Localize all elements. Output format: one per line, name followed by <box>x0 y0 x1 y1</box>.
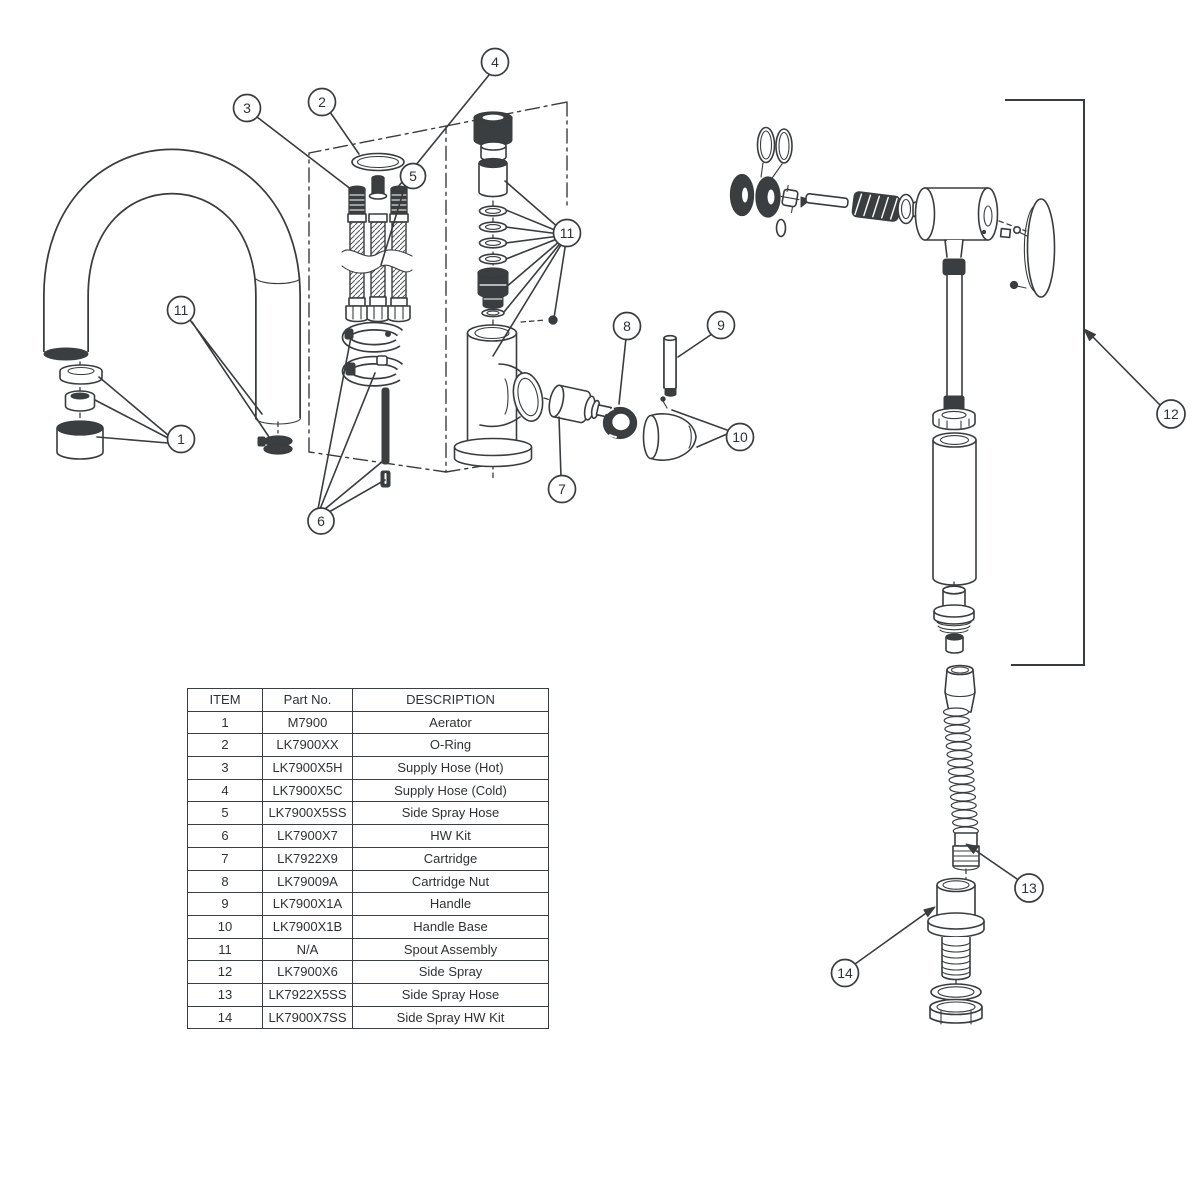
spray-screw <box>1009 280 1019 290</box>
svg-text:4: 4 <box>491 54 499 70</box>
svg-text:14: 14 <box>837 965 853 981</box>
hose-coupling <box>944 664 976 713</box>
callout-1: 1 <box>166 424 196 454</box>
leader-lines <box>94 74 1161 965</box>
column-cylinder <box>478 163 508 198</box>
callout-13: 13 <box>1014 873 1044 903</box>
mount-guide <box>936 877 976 920</box>
side-spray-supply-hose <box>366 175 390 323</box>
callout-4: 4 <box>480 47 510 77</box>
callout-7: 7 <box>547 474 577 504</box>
side-spray-bracket <box>1005 99 1085 666</box>
callout-10: 10 <box>725 422 755 452</box>
hose-end-fitting <box>952 832 980 882</box>
svg-text:12: 12 <box>1163 406 1179 422</box>
callout-11-center: 11 <box>552 218 582 248</box>
side-spray-mount-kit <box>927 877 985 1025</box>
callout-9: 9 <box>706 310 736 340</box>
cartridge-nut <box>602 406 638 440</box>
spray-neck-ring <box>942 258 966 276</box>
col-header-part-no: Part No. <box>262 688 353 712</box>
mount-washer <box>930 983 982 1001</box>
svg-text:8: 8 <box>623 318 631 334</box>
mount-flange <box>927 912 985 938</box>
column-plug <box>477 267 509 309</box>
aerator-cap <box>56 428 104 460</box>
spray-body <box>914 187 999 397</box>
col-header-description: DESCRIPTION <box>352 688 549 712</box>
hw-kit-parts <box>341 321 404 488</box>
callout-11-left: 11 <box>166 295 196 325</box>
spray-spring <box>851 191 901 222</box>
hose-break-lines <box>341 249 413 274</box>
callout-8: 8 <box>612 311 642 341</box>
column-neck <box>942 585 966 610</box>
spout-assembly-column <box>453 111 558 479</box>
svg-text:11: 11 <box>174 302 189 318</box>
callout-14: 14 <box>830 958 860 988</box>
handle <box>663 334 677 397</box>
mount-threaded-shank <box>941 937 971 981</box>
callout-12: 12 <box>1156 399 1186 429</box>
side-spray-head <box>729 126 1056 397</box>
spout-clip <box>257 435 293 455</box>
column-spacer <box>945 633 964 654</box>
svg-text:9: 9 <box>717 317 725 333</box>
cartridge <box>548 384 613 424</box>
aerator-parts <box>56 364 104 460</box>
svg-text:3: 3 <box>243 100 251 116</box>
spray-check-valve <box>780 184 800 214</box>
svg-text:1: 1 <box>177 431 185 447</box>
o-ring-part <box>351 152 405 172</box>
callout-2: 2 <box>307 87 337 117</box>
svg-text:11: 11 <box>560 225 575 241</box>
svg-text:6: 6 <box>317 513 325 529</box>
svg-text:7: 7 <box>558 481 566 497</box>
column-washer <box>932 407 976 431</box>
svg-text:10: 10 <box>732 429 748 445</box>
spray-face-plate <box>1023 198 1056 298</box>
svg-text:5: 5 <box>409 168 417 184</box>
callout-6: 6 <box>307 507 335 535</box>
side-spray-hose <box>942 664 980 882</box>
supply-hose-hot <box>345 185 369 323</box>
spray-stem <box>805 193 849 208</box>
hose-corrugations <box>942 707 979 836</box>
column-threaded-nut <box>933 604 975 634</box>
valve-body <box>453 324 544 468</box>
table-header-row: ITEM Part No. DESCRIPTION <box>187 688 549 712</box>
svg-text:13: 13 <box>1021 880 1037 896</box>
svg-text:2: 2 <box>318 94 326 110</box>
o-ring-stack <box>478 205 508 265</box>
col-header-item: ITEM <box>187 688 263 712</box>
spout-assembly <box>43 148 302 434</box>
mount-hex-nut <box>929 998 983 1025</box>
spout-end-band <box>43 347 89 361</box>
callout-3: 3 <box>232 93 262 123</box>
callout-5: 5 <box>399 162 427 190</box>
set-screw <box>548 315 558 325</box>
side-spray-column <box>932 395 977 654</box>
mounting-rod <box>381 387 390 465</box>
column-cylinder-long <box>932 432 977 586</box>
handle-base <box>642 396 697 461</box>
